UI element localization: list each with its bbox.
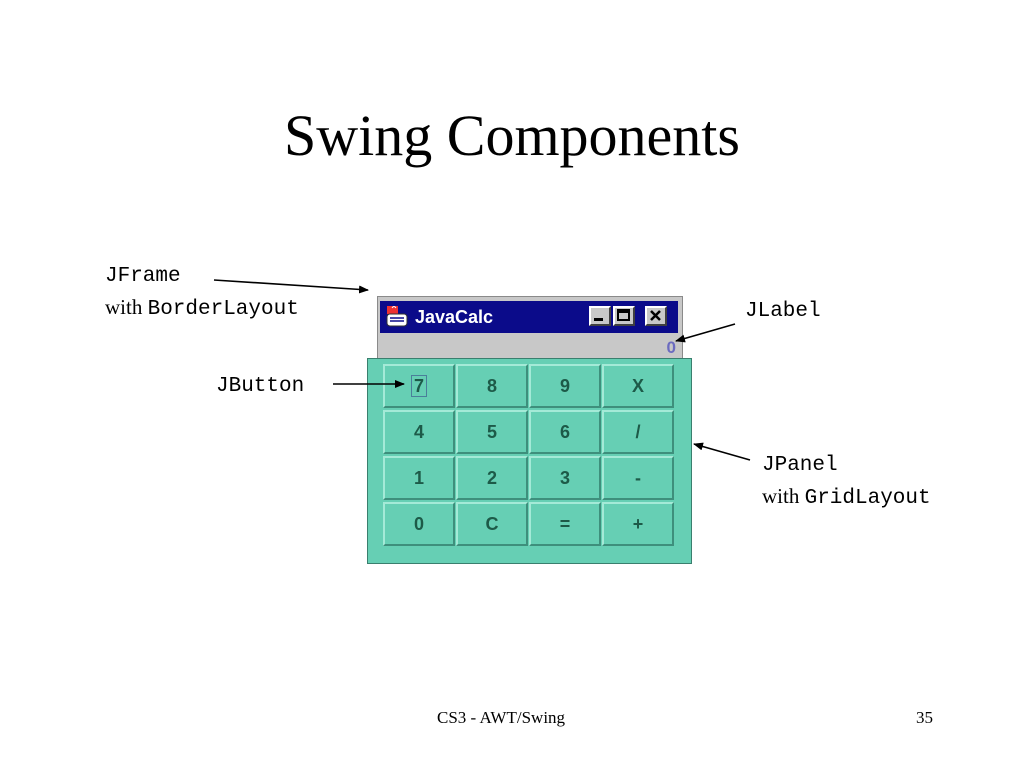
jlabel-arrow <box>675 323 736 343</box>
callout-jframe: JFrame with BorderLayout <box>105 261 299 325</box>
jbutton-class-label: JButton <box>216 375 305 398</box>
key-label: - <box>635 468 641 488</box>
minimize-icon <box>594 318 603 321</box>
close-icon <box>650 310 661 321</box>
key-label: 6 <box>559 422 570 442</box>
minimize-button[interactable] <box>589 306 611 326</box>
footer-course: CS3 - AWT/Swing <box>437 708 566 727</box>
jframe-with-label: with <box>105 295 143 319</box>
window-titlebar[interactable]: JavaCalc <box>380 301 678 333</box>
key-label: 9 <box>559 376 570 396</box>
key-label: + <box>632 514 644 534</box>
java-cup-icon[interactable] <box>384 304 410 330</box>
key-equals-button[interactable]: = <box>529 502 601 546</box>
key-label: 8 <box>486 376 497 396</box>
key-4-button[interactable]: 4 <box>383 410 455 454</box>
key-label: 4 <box>413 422 424 442</box>
close-button[interactable] <box>645 306 667 326</box>
key-label: = <box>559 514 571 534</box>
jframe-arrow <box>213 279 369 294</box>
callout-jlabel: JLabel <box>745 296 821 327</box>
callout-jbutton: JButton <box>216 371 304 402</box>
key-label: 1 <box>413 468 424 488</box>
key-label: 2 <box>486 468 497 488</box>
key-label: X <box>631 376 644 396</box>
jpanel-layout-label: GridLayout <box>804 487 931 510</box>
footer-page-number: 35 <box>916 708 933 727</box>
key-1-button[interactable]: 1 <box>383 456 455 500</box>
jlabel-class-label: JLabel <box>745 300 821 323</box>
key-5-button[interactable]: 5 <box>456 410 528 454</box>
key-divide-button[interactable]: / <box>602 410 674 454</box>
key-8-button[interactable]: 8 <box>456 364 528 408</box>
key-label: / <box>635 422 641 442</box>
jlabel-display: 0 <box>666 338 676 357</box>
jframe-layout-label: BorderLayout <box>147 298 299 321</box>
key-0-button[interactable]: 0 <box>383 502 455 546</box>
key-label: 7 <box>410 375 427 397</box>
key-minus-button[interactable]: - <box>602 456 674 500</box>
maximize-button[interactable] <box>613 306 635 326</box>
key-3-button[interactable]: 3 <box>529 456 601 500</box>
key-clear-button[interactable]: C <box>456 502 528 546</box>
jframe-class-label: JFrame <box>105 265 181 288</box>
key-6-button[interactable]: 6 <box>529 410 601 454</box>
key-2-button[interactable]: 2 <box>456 456 528 500</box>
slide-title: Swing Components <box>284 103 740 168</box>
key-label: 5 <box>486 422 497 442</box>
maximize-icon <box>617 309 630 321</box>
key-9-button[interactable]: 9 <box>529 364 601 408</box>
jpanel-with-label: with <box>762 484 800 508</box>
key-label: 0 <box>413 514 424 534</box>
jpanel-arrow <box>693 442 751 461</box>
key-plus-button[interactable]: + <box>602 502 674 546</box>
callout-jpanel: JPanel with GridLayout <box>762 450 931 514</box>
key-label: C <box>485 514 499 534</box>
keypad-grid: 7 8 9 X 4 5 6 / 1 2 3 - 0 C = + <box>383 364 675 548</box>
key-multiply-button[interactable]: X <box>602 364 674 408</box>
jpanel-class-label: JPanel <box>762 454 838 477</box>
key-label: 3 <box>559 468 570 488</box>
key-7-button[interactable]: 7 <box>383 364 455 408</box>
window-title: JavaCalc <box>415 307 494 327</box>
